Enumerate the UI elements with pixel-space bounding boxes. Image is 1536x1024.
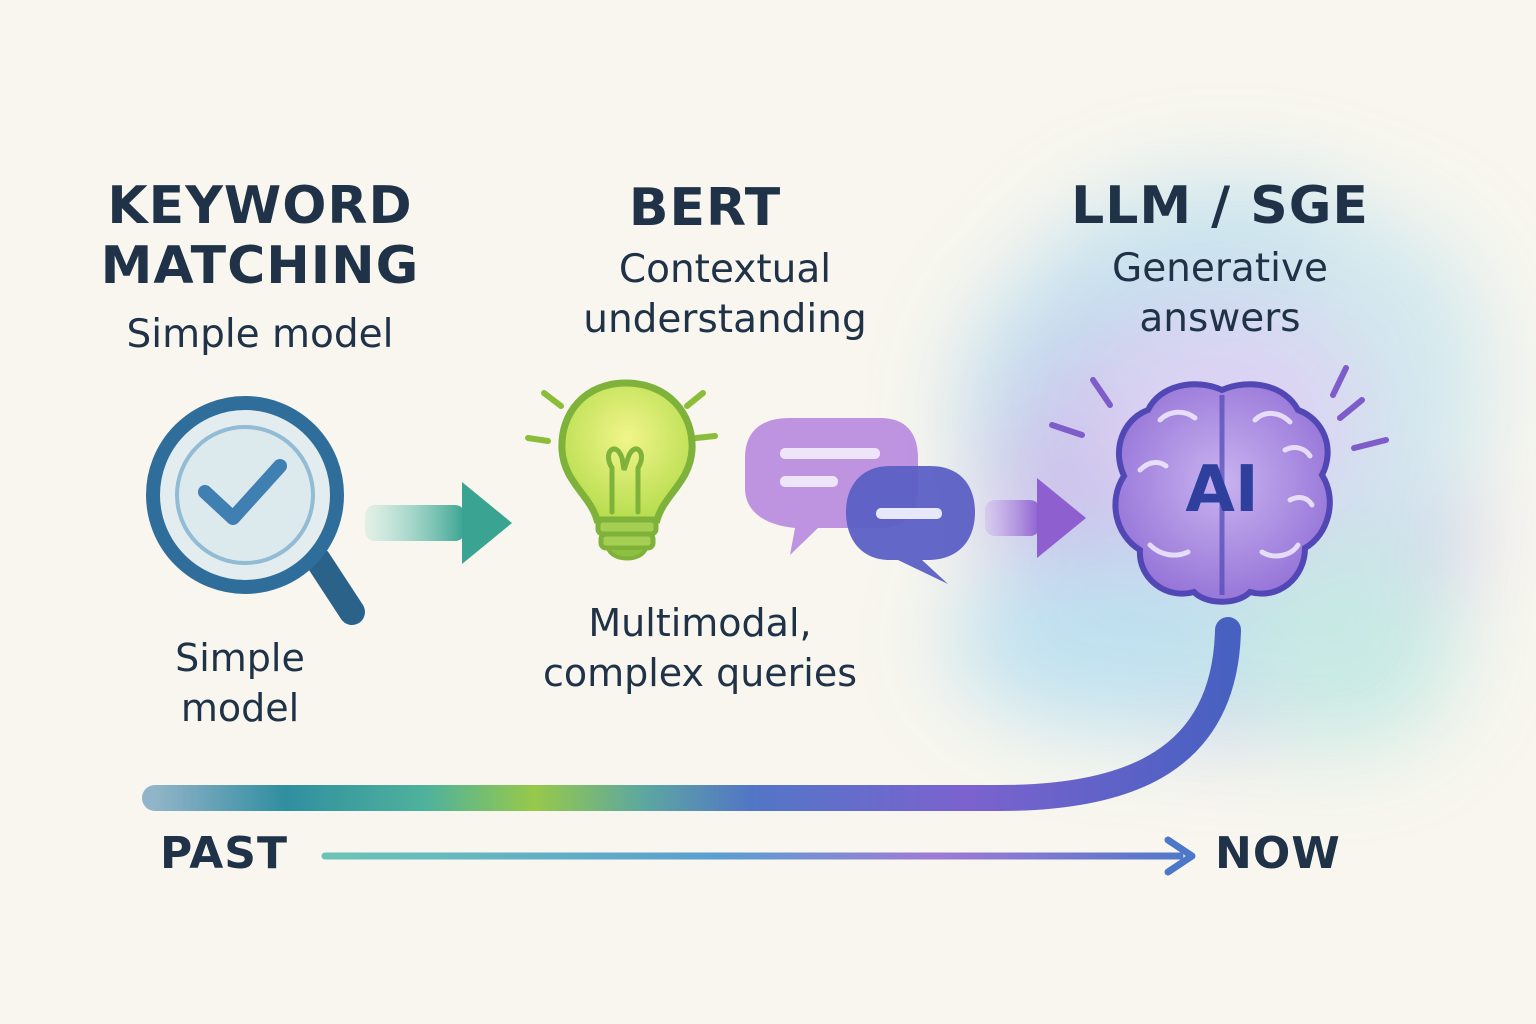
timeline-end-label: NOW <box>1215 828 1341 879</box>
arrow-right-icon-purple <box>985 478 1086 558</box>
lightbulb-icon <box>525 379 718 561</box>
stage-1-title-line-2: MATCHING <box>100 236 420 296</box>
stage-2-caption: Multimodal, complex queries <box>490 598 910 698</box>
stage-3-subtitle: Generative answers <box>1020 244 1420 344</box>
stage-1-caption: Simple model <box>140 633 340 733</box>
timeline-start-label: PAST <box>160 828 288 879</box>
ai-brain-label: AI <box>1185 453 1259 527</box>
arrow-right-icon-teal <box>365 482 512 564</box>
stage-3-subtitle-line-1: Generative <box>1111 246 1329 291</box>
timeline-band <box>142 617 1241 811</box>
chat-bubbles-icon <box>745 418 975 584</box>
time-axis-arrow <box>321 836 1196 876</box>
stage-2-caption-line-1: Multimodal, <box>588 601 812 645</box>
stage-1-caption-line-2: model <box>180 686 300 730</box>
stage-2-subtitle-line-1: Contextual <box>618 247 832 292</box>
stage-2-title: BERT <box>628 178 782 238</box>
stage-2-subtitle: Contextual understanding <box>520 245 930 345</box>
stage-1-title-line-1: KEYWORD <box>107 176 413 236</box>
stage-1-subtitle: Simple model <box>126 312 394 357</box>
stage-3-title: LLM / SGE <box>1071 176 1369 236</box>
stage-2-subtitle-line-2: understanding <box>583 297 867 342</box>
ai-brain-icon <box>1049 365 1389 605</box>
stage-1-caption-line-1: Simple <box>175 636 305 680</box>
stage-3-subtitle-line-2: answers <box>1139 296 1301 341</box>
stage-1-title: KEYWORD MATCHING <box>60 176 460 296</box>
magnifier-check-icon <box>146 396 365 625</box>
stage-2-caption-line-2: complex queries <box>542 651 858 695</box>
